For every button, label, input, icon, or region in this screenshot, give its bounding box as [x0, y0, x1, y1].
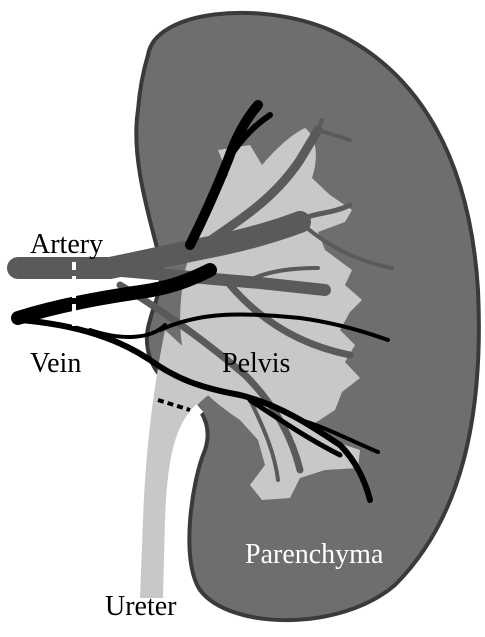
label-parenchyma: Parenchyma — [245, 539, 384, 570]
label-ureter: Ureter — [105, 591, 177, 622]
label-vein: Vein — [30, 348, 81, 379]
label-artery: Artery — [30, 229, 103, 260]
label-pelvis: Pelvis — [222, 348, 290, 379]
